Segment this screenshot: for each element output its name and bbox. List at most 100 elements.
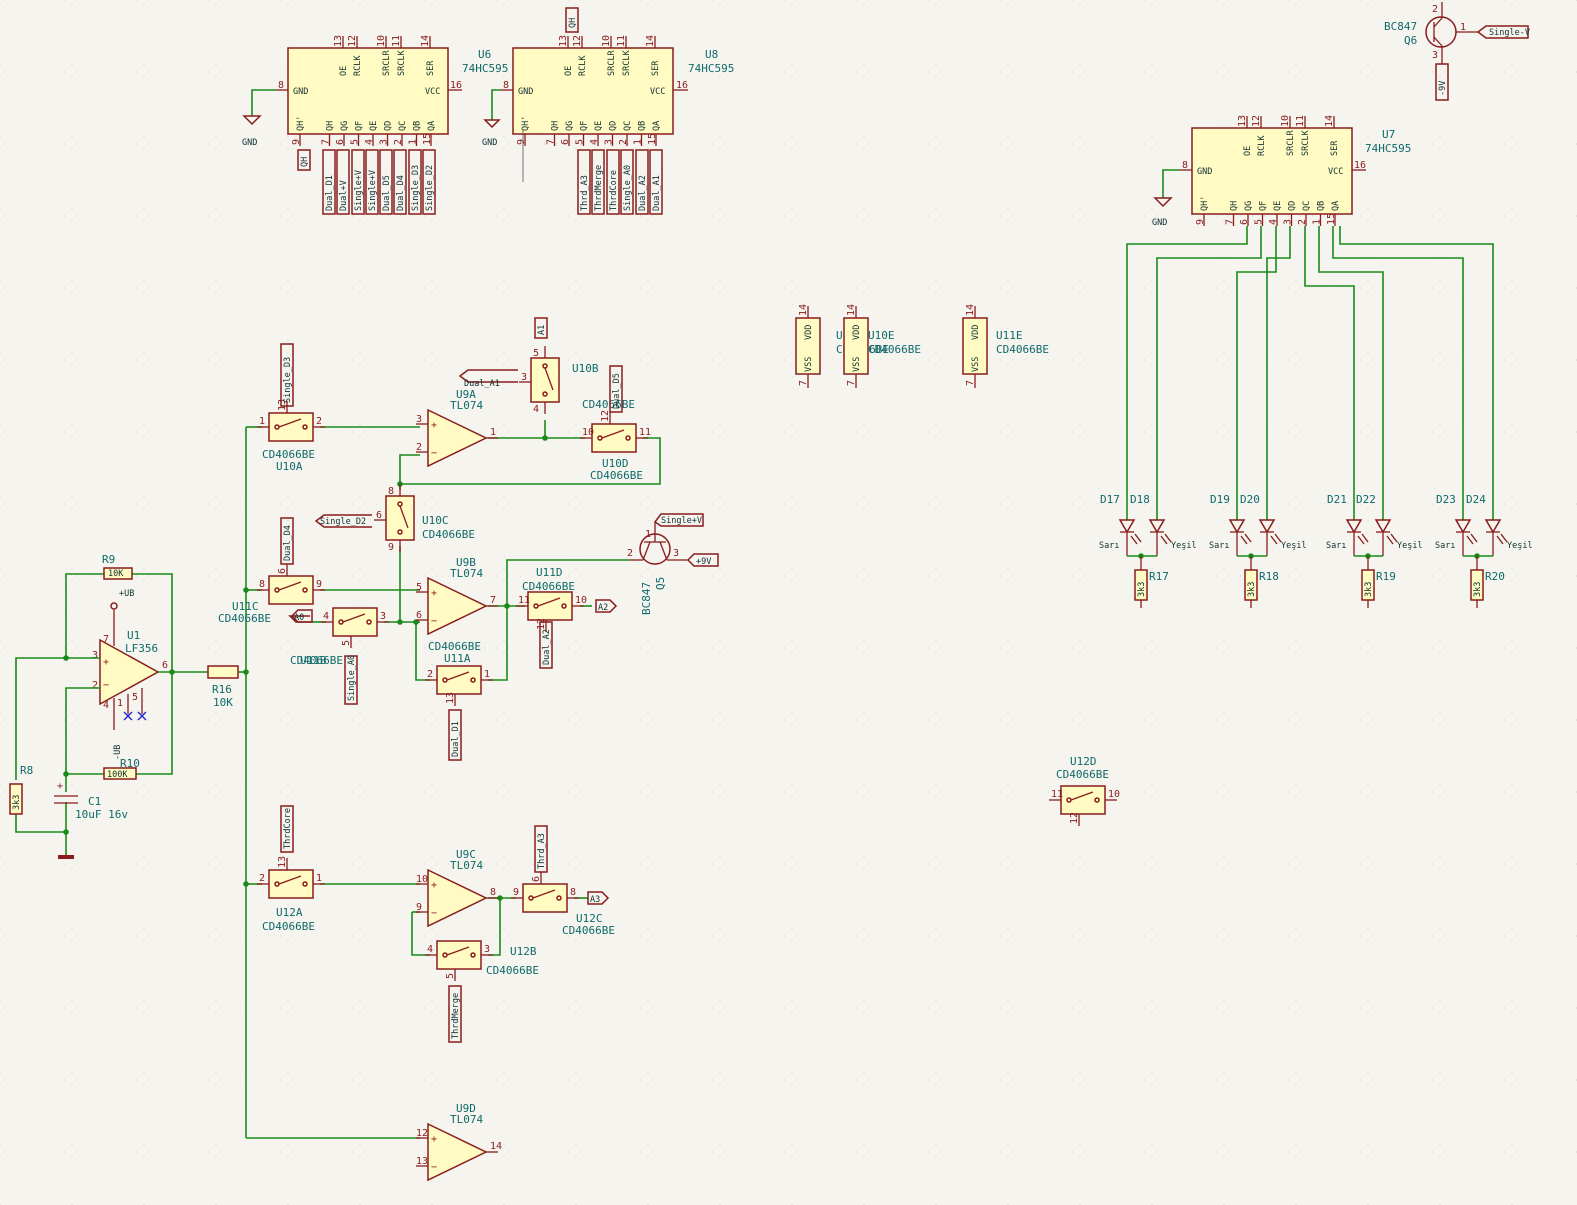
- svg-text:-UB: -UB: [113, 745, 123, 760]
- u1-wiring: [15, 573, 249, 856]
- svg-text:VDD: VDD: [852, 325, 862, 340]
- svg-text:14: 14: [1324, 115, 1335, 127]
- svg-text:12: 12: [600, 410, 611, 422]
- svg-text:RCLK: RCLK: [578, 55, 588, 76]
- q6-ref: Q6: [1404, 34, 1417, 47]
- svg-text:QE: QE: [1273, 201, 1283, 211]
- svg-text:13: 13: [416, 1156, 428, 1167]
- svg-text:7: 7: [103, 634, 109, 645]
- svg-text:1: 1: [1312, 219, 1323, 225]
- svg-text:4: 4: [364, 139, 375, 145]
- svg-text:9: 9: [516, 139, 527, 145]
- svg-text:6: 6: [531, 876, 542, 882]
- svg-text:3: 3: [379, 139, 390, 145]
- svg-text:12: 12: [572, 35, 583, 47]
- svg-text:1: 1: [408, 139, 419, 145]
- svg-text:−: −: [431, 908, 437, 919]
- svg-text:2: 2: [316, 416, 322, 427]
- svg-text:6: 6: [335, 139, 346, 145]
- svg-text:D18: D18: [1130, 493, 1150, 506]
- svg-text:14: 14: [965, 304, 976, 316]
- svg-text:6: 6: [1239, 219, 1250, 225]
- svg-text:R17: R17: [1149, 570, 1169, 583]
- q5-transistor[interactable]: 1 2 3 BC847 Q5 Single+V +9V: [627, 513, 719, 615]
- svg-text:D21: D21: [1327, 493, 1347, 506]
- svg-text:QH: QH: [1230, 201, 1240, 211]
- svg-text:10uF 16v: 10uF 16v: [75, 808, 128, 821]
- svg-text:ThrdCore: ThrdCore: [283, 808, 293, 849]
- svg-text:SER: SER: [651, 60, 661, 76]
- svg-text:Yeşil: Yeşil: [1171, 541, 1197, 551]
- svg-text:7: 7: [321, 139, 332, 145]
- svg-text:Yeşil: Yeşil: [1281, 541, 1307, 551]
- svg-text:3: 3: [521, 372, 527, 383]
- svg-text:13: 13: [1237, 115, 1248, 127]
- svg-text:10K: 10K: [213, 696, 233, 709]
- svg-text:16: 16: [450, 80, 462, 91]
- svg-text:12: 12: [1251, 115, 1262, 127]
- svg-text:Sarı: Sarı: [1326, 541, 1346, 551]
- svg-text:4: 4: [589, 139, 600, 145]
- u6-value: 74HC595: [462, 62, 508, 75]
- svg-text:RCLK: RCLK: [1257, 135, 1267, 156]
- u8-shift-register[interactable]: U8 74HC595 13OE12RCLK10SRCLR11SRCLK14SER…: [482, 35, 734, 182]
- svg-text:QB: QB: [1317, 201, 1327, 211]
- r9-resistor[interactable]: R9 10K: [102, 553, 133, 580]
- svg-text:QD: QD: [609, 121, 619, 131]
- r8-resistor[interactable]: R8 3k3: [9, 764, 33, 815]
- svg-text:U10B: U10B: [572, 362, 599, 375]
- c1-capacitor[interactable]: + C1 10uF 16v: [54, 781, 128, 859]
- svg-text:GND: GND: [293, 87, 308, 97]
- svg-text:R9: R9: [102, 553, 115, 566]
- u6-shift-register[interactable]: U6 74HC595 13OE12RCLK10SRCLR11SRCLK14SER…: [242, 35, 508, 148]
- svg-text:8: 8: [278, 80, 284, 91]
- u7-shift-register[interactable]: U7 74HC595 13OE12RCLK10SRCLR11SRCLK14SER…: [1152, 115, 1411, 228]
- svg-text:11: 11: [1051, 789, 1063, 800]
- svg-text:14: 14: [798, 304, 809, 316]
- q6-transistor[interactable]: 1 2 3 BC847 Q6 Single-V -9V: [1384, 2, 1530, 101]
- svg-text:11: 11: [391, 35, 402, 47]
- u1-opamp[interactable]: 3 2 6 7 4 1 5 U1 LF356 +− +UB -UB: [92, 589, 168, 760]
- svg-text:9: 9: [291, 139, 302, 145]
- svg-text:1: 1: [490, 427, 496, 438]
- svg-text:10: 10: [601, 35, 612, 47]
- svg-text:VDD: VDD: [971, 325, 981, 340]
- svg-text:R19: R19: [1376, 570, 1396, 583]
- svg-text:ThrdMerge: ThrdMerge: [594, 165, 604, 211]
- svg-text:12: 12: [536, 618, 547, 630]
- svg-text:VCC: VCC: [425, 87, 440, 97]
- svg-text:8: 8: [388, 486, 394, 497]
- svg-text:U11D: U11D: [536, 566, 563, 579]
- svg-text:CD4066BE: CD4066BE: [996, 343, 1049, 356]
- svg-text:8: 8: [570, 887, 576, 898]
- svg-text:11: 11: [639, 427, 651, 438]
- svg-text:3: 3: [380, 611, 386, 622]
- svg-text:A1: A1: [537, 325, 547, 335]
- svg-text:8: 8: [503, 80, 509, 91]
- svg-text:13: 13: [277, 399, 288, 411]
- svg-text:9: 9: [1195, 219, 1206, 225]
- svg-text:3k3: 3k3: [1364, 582, 1374, 597]
- svg-text:U12A: U12A: [276, 906, 303, 919]
- svg-text:16: 16: [1354, 160, 1366, 171]
- svg-text:9: 9: [316, 579, 322, 590]
- r16-resistor[interactable]: R16 10K: [207, 665, 239, 709]
- svg-text:+: +: [431, 420, 437, 431]
- svg-text:+: +: [431, 880, 437, 891]
- svg-text:GND: GND: [242, 138, 257, 148]
- svg-text:1: 1: [259, 416, 265, 427]
- svg-text:100K: 100K: [107, 770, 128, 780]
- r10-resistor[interactable]: R10 100K: [103, 757, 140, 780]
- svg-text:D17: D17: [1100, 493, 1120, 506]
- svg-text:Single_A0: Single_A0: [623, 165, 633, 211]
- svg-text:Yeşil: Yeşil: [1397, 541, 1423, 551]
- svg-text:OE: OE: [339, 66, 349, 76]
- svg-text:VCC: VCC: [1328, 167, 1343, 177]
- svg-text:QG: QG: [340, 121, 350, 131]
- svg-text:QD: QD: [384, 121, 394, 131]
- svg-text:R18: R18: [1259, 570, 1279, 583]
- svg-text:D20: D20: [1240, 493, 1260, 506]
- svg-text:16: 16: [676, 80, 688, 91]
- svg-text:Single_A0: Single_A0: [347, 655, 357, 701]
